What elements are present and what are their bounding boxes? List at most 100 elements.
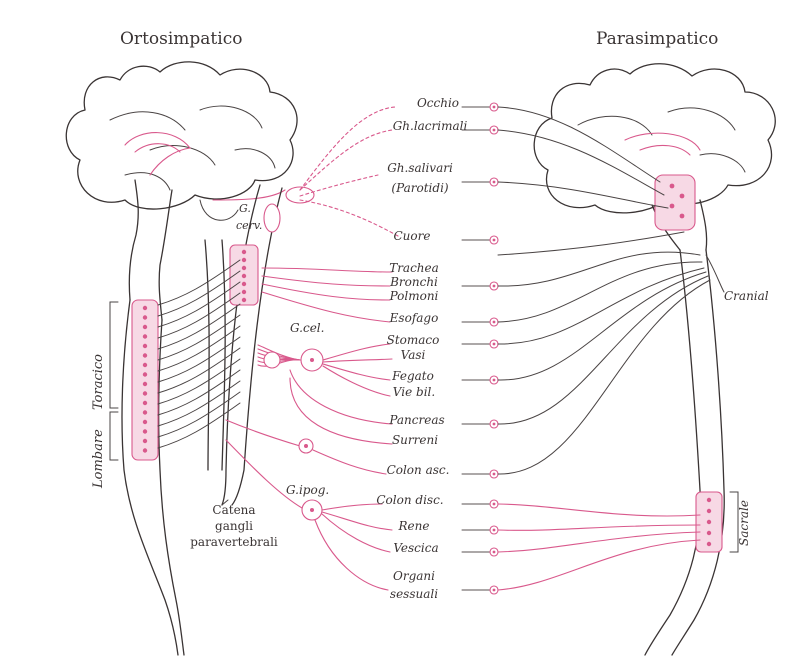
cord-segment-2 [143,315,147,319]
organ-label-21: sessuali [390,587,438,601]
cord-segment-8 [143,372,147,376]
sacral-segment-2 [707,509,711,513]
chain-caption-line-1: Catena [212,503,255,517]
sympathetic-fibre-8 [262,292,390,322]
sympathetic-fibre-2 [300,130,392,190]
organ-label-16: Colon asc. [387,463,450,477]
cervical-ganglion-label-1: G. [239,202,251,215]
cord-segment-6 [143,353,147,357]
brainstem-nucleus-2 [680,194,685,199]
sympathetic-fibre-10 [323,359,392,362]
organ-label-12: Fegato [391,369,434,383]
cord-segment-11 [143,401,147,405]
parasympathetic-fibre-9 [498,276,708,424]
sacral-fibre-3 [498,532,700,552]
organ-label-15: Surreni [392,433,438,447]
left-brain [66,62,297,320]
organ-label-17: Colon disc. [376,493,443,507]
chain-caption-line-3: paravertebrali [190,535,278,549]
cord-segment-5 [143,344,147,348]
cord-segment-13 [143,420,147,424]
cord-segment-10 [143,391,147,395]
organ-label-19: Vescica [393,541,438,555]
organ-label-1: Occhio [417,96,459,110]
parasympathetic-fibre-1 [498,107,660,182]
right-spinal-cord [645,250,724,655]
sympathetic-fibre-18 [322,514,390,552]
lumbar-splanchnic [226,420,300,446]
chain-segment-3 [242,266,246,270]
sympathetic-chain [205,185,285,505]
organ-label-10: Stomaco [387,333,440,347]
chain-segment-2 [242,258,246,262]
cord-segment-3 [143,325,147,329]
sympathetic-fibre-5 [262,268,392,272]
organ-label-18: Rene [398,519,430,533]
organ-label-11: Vasi [401,348,426,362]
chain-segment-7 [242,298,246,302]
cord-segment-4 [143,334,147,338]
chain-caption-line-2: gangli [215,519,253,533]
cord-segment-1 [143,306,147,310]
organ-label-5: Cuore [394,229,431,243]
sympathetic-fibre-4 [300,200,398,236]
organ-label-4: (Parotidi) [391,181,449,195]
cord-segment-7 [143,363,147,367]
sympathetic-fibre-6 [262,276,390,286]
chain-segment-5 [242,282,246,286]
sympathetic-fibre-14 [290,378,392,444]
region-lumbar-label: Lombare [91,429,106,489]
region-thoracic-label: Toracico [91,354,106,410]
cord-segment-15 [143,439,147,443]
sacral-segment-1 [707,498,711,502]
sympathetic-fibre-16 [322,504,382,510]
sympathetic-fibre-12 [323,366,390,396]
sympathetic-fibre-3 [300,175,378,196]
organ-label-3: Gh.salivari [387,161,453,175]
sacral-segment-5 [707,542,711,546]
cord-segment-16 [143,448,147,452]
organ-label-13: Vie bil. [393,385,435,399]
sympathetic-fibre-19 [315,520,388,590]
organ-label-8: Polmoni [389,289,439,303]
upper-chain-ganglion [264,204,280,232]
hypogastric-ganglion-label: G.ipog. [286,483,329,497]
header-parasympathetic: Parasimpatico [596,29,718,49]
chain-segment-6 [242,290,246,294]
celiac-ganglion-small [264,352,280,368]
region-cranial-label: Cranial [724,289,769,303]
right-brain [534,64,775,250]
organ-label-20: Organi [393,569,435,583]
cord-segment-14 [143,429,147,433]
organ-label-2: Gh.lacrimali [393,119,468,133]
organ-label-7: Bronchi [389,275,438,289]
cervical-ganglion-label-2: cerv. [236,219,262,232]
organ-label-9: Esofago [389,311,439,325]
organ-label-14: Pancreas [388,413,444,427]
parasympathetic-fibre-2 [498,130,664,195]
parasympathetic-fibre-4 [498,232,684,255]
sympathetic-fibre-17 [322,512,392,530]
chain-segment-4 [242,274,246,278]
brainstem-nucleus-4 [680,214,685,219]
parasympathetic-fibre-8 [498,272,706,380]
sacral-fibre-4 [498,540,700,590]
organ-label-6: Trachea [389,261,439,275]
chain-segment-1 [242,250,246,254]
parasympathetic-fibre-6 [498,262,702,322]
sacral-segment-4 [707,531,711,535]
cord-segment-12 [143,410,147,414]
sacral-fibre-2 [498,525,700,530]
hypogastric-nerve [226,440,302,508]
parasympathetic-fibre-3 [498,182,668,208]
cord-segment-9 [143,382,147,386]
sacral-fibre-1 [498,504,700,516]
left-spinal-cord [122,300,184,655]
parasympathetic-fibre-5 [498,252,700,286]
brainstem-nucleus-1 [670,184,675,189]
sympathetic-fibre-9 [323,344,390,360]
sympathetic-fibre-15 [313,450,386,474]
header-sympathetic: Ortosimpatico [120,29,242,49]
